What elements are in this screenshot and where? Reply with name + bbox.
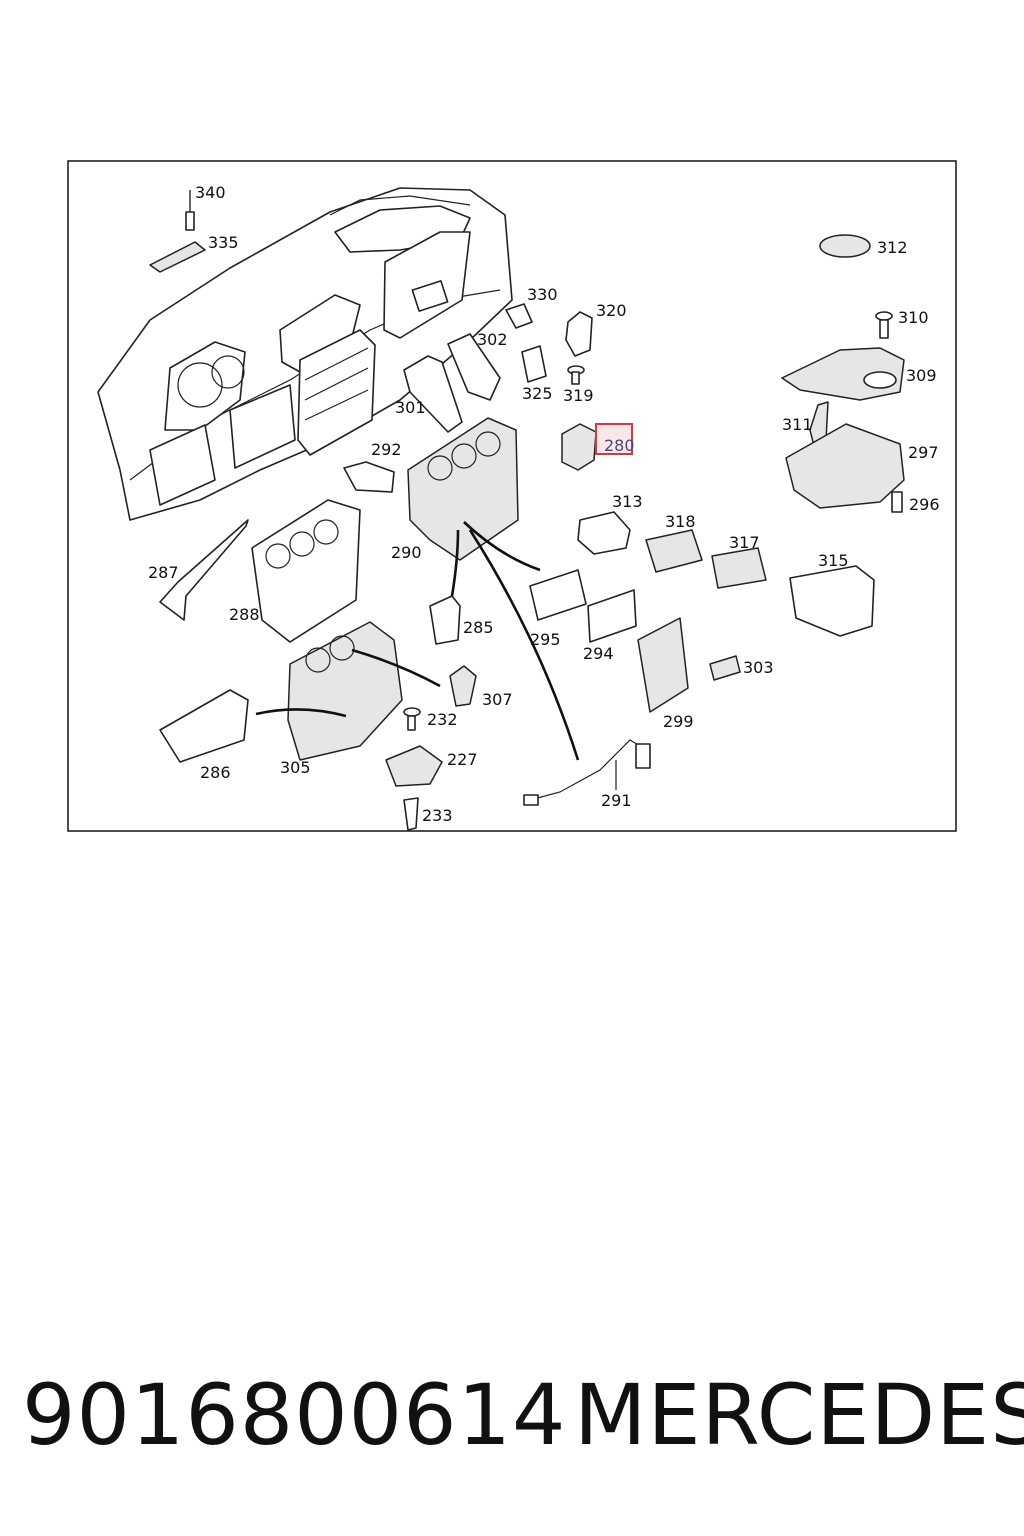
label-335: 335: [208, 233, 239, 252]
caption-bar: 9016800614 MERCEDES: [0, 1360, 1024, 1470]
label-318: 318: [665, 512, 696, 531]
brand-name: MERCEDES: [574, 1366, 1024, 1464]
part-number: 9016800614: [22, 1366, 567, 1464]
arrow-to-305: [255, 708, 347, 718]
label-330: 330: [527, 285, 558, 304]
label-295: 295: [530, 630, 561, 649]
label-227: 227: [447, 750, 478, 769]
arrow-to-285: [450, 529, 460, 597]
part-295: [529, 569, 587, 621]
label-311: 311: [782, 415, 813, 434]
part-310: [875, 311, 893, 339]
part-303: [709, 655, 741, 681]
part-296: [891, 491, 903, 513]
part-280-highlight: [595, 423, 633, 455]
part-315: [789, 565, 875, 637]
part-340: [185, 190, 195, 231]
label-317: 317: [729, 533, 760, 552]
part-294: [587, 589, 637, 643]
part-309-cup: [863, 371, 897, 389]
label-286: 286: [200, 763, 231, 782]
label-288: 288: [229, 605, 260, 624]
part-232: [403, 707, 421, 731]
part-305: [287, 621, 403, 761]
part-291: [529, 739, 641, 801]
part-285: [429, 595, 461, 645]
arrow-to-295: [463, 521, 541, 572]
label-305: 305: [280, 758, 311, 777]
label-319: 319: [563, 386, 594, 405]
part-286: [159, 689, 249, 763]
label-297: 297: [908, 443, 939, 462]
part-287: [159, 519, 249, 621]
part-301: [403, 355, 463, 433]
part-312: [819, 234, 871, 258]
label-290: 290: [391, 543, 422, 562]
part-317: [711, 547, 767, 589]
part-320: [565, 311, 593, 357]
arrow-from-307: [351, 648, 441, 688]
label-233: 233: [422, 806, 453, 825]
label-302: 302: [477, 330, 508, 349]
part-302: [447, 333, 501, 401]
part-292: [343, 461, 395, 493]
part-330: [505, 303, 533, 329]
parts-diagram: 340 335 312 330 320 310 302 309 325 319 …: [67, 160, 957, 832]
label-340: 340: [195, 183, 226, 202]
part-335: [149, 241, 206, 273]
label-303: 303: [743, 658, 774, 677]
label-291: 291: [601, 791, 632, 810]
label-280: 280: [604, 436, 635, 455]
label-294: 294: [583, 644, 614, 663]
part-280: [561, 423, 597, 471]
part-290: [407, 417, 519, 561]
diagram-frame: [67, 160, 957, 832]
label-287: 287: [148, 563, 179, 582]
part-325: [521, 345, 547, 383]
part-318: [645, 529, 703, 573]
label-325: 325: [522, 384, 553, 403]
arrow-to-291: [468, 529, 580, 761]
label-296: 296: [909, 495, 940, 514]
part-319: [567, 365, 585, 385]
label-320: 320: [596, 301, 627, 320]
part-227: [385, 745, 443, 787]
label-292: 292: [371, 440, 402, 459]
part-288: [251, 499, 361, 643]
label-315: 315: [818, 551, 849, 570]
label-310: 310: [898, 308, 929, 327]
part-233: [403, 797, 419, 831]
label-299: 299: [663, 712, 694, 731]
label-301: 301: [395, 398, 426, 417]
part-299: [637, 617, 689, 713]
dashboard-illustration: [97, 187, 513, 521]
part-297: [785, 423, 905, 509]
label-312: 312: [877, 238, 908, 257]
label-307: 307: [482, 690, 513, 709]
label-285: 285: [463, 618, 494, 637]
label-309: 309: [906, 366, 937, 385]
label-313: 313: [612, 492, 643, 511]
part-307: [449, 665, 477, 707]
label-232: 232: [427, 710, 458, 729]
part-313: [577, 511, 631, 555]
